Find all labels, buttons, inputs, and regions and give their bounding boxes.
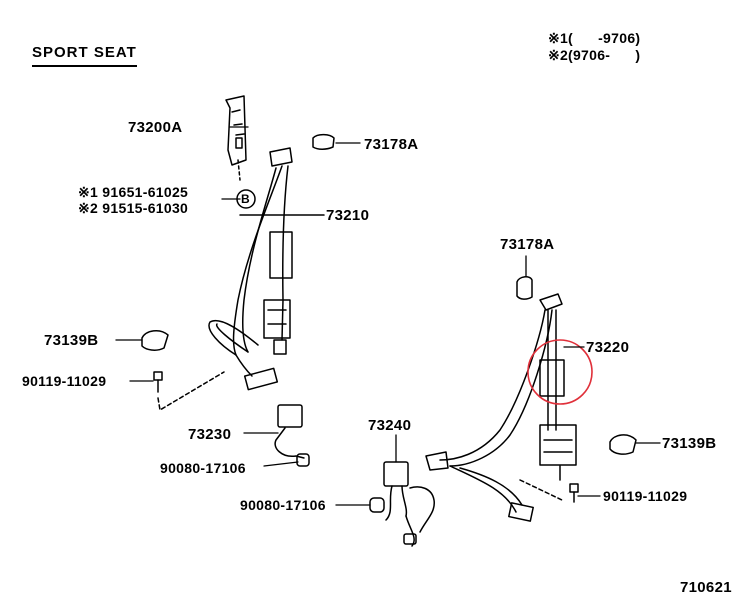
- label-73230: 73230: [188, 426, 232, 443]
- label-90119-right: 90119-11029: [603, 488, 688, 504]
- label-73200a: 73200A: [128, 119, 183, 136]
- label-73178a-top: 73178A: [364, 136, 419, 153]
- buckle-73230: [274, 404, 310, 467]
- label-73220: 73220: [586, 339, 630, 356]
- leader-lines: [115, 126, 661, 506]
- label-73178a-right: 73178A: [500, 236, 555, 253]
- circle-b-label: B: [241, 192, 250, 206]
- label-91651: ※1 91651-61025: [78, 184, 189, 200]
- legend-text-1: ( -9706): [568, 30, 641, 46]
- label-73210: 73210: [326, 207, 370, 224]
- bolt-90119-left: [153, 371, 225, 411]
- diagram-title: SPORT SEAT: [32, 44, 137, 67]
- cover-73178a-top: [312, 133, 335, 150]
- label-91515: ※2 91515-61030: [78, 200, 189, 216]
- label-90080-bottom: 90080-17106: [240, 497, 326, 513]
- legend-text-2: (9706- ): [568, 47, 641, 63]
- bracket-73200a: [225, 95, 247, 181]
- label-73139b-left: 73139B: [44, 332, 99, 349]
- label-90119-left: 90119-11029: [22, 373, 107, 389]
- cover-73139b-left: [141, 330, 169, 351]
- cover-73139b-right: [609, 434, 637, 455]
- belt-73210: [208, 147, 325, 391]
- legend-mark-2: ※2: [548, 47, 569, 63]
- cover-73178a-right: [516, 276, 533, 300]
- figure-number: 710621: [680, 579, 732, 596]
- label-73139b-right: 73139B: [662, 435, 717, 452]
- bolt-90119-right: [519, 479, 579, 503]
- belt-73220: [425, 293, 593, 522]
- label-90080-left: 90080-17106: [160, 460, 246, 476]
- buckle-73240: [369, 461, 435, 547]
- label-73240: 73240: [368, 417, 412, 434]
- legend-mark-1: ※1: [548, 30, 569, 46]
